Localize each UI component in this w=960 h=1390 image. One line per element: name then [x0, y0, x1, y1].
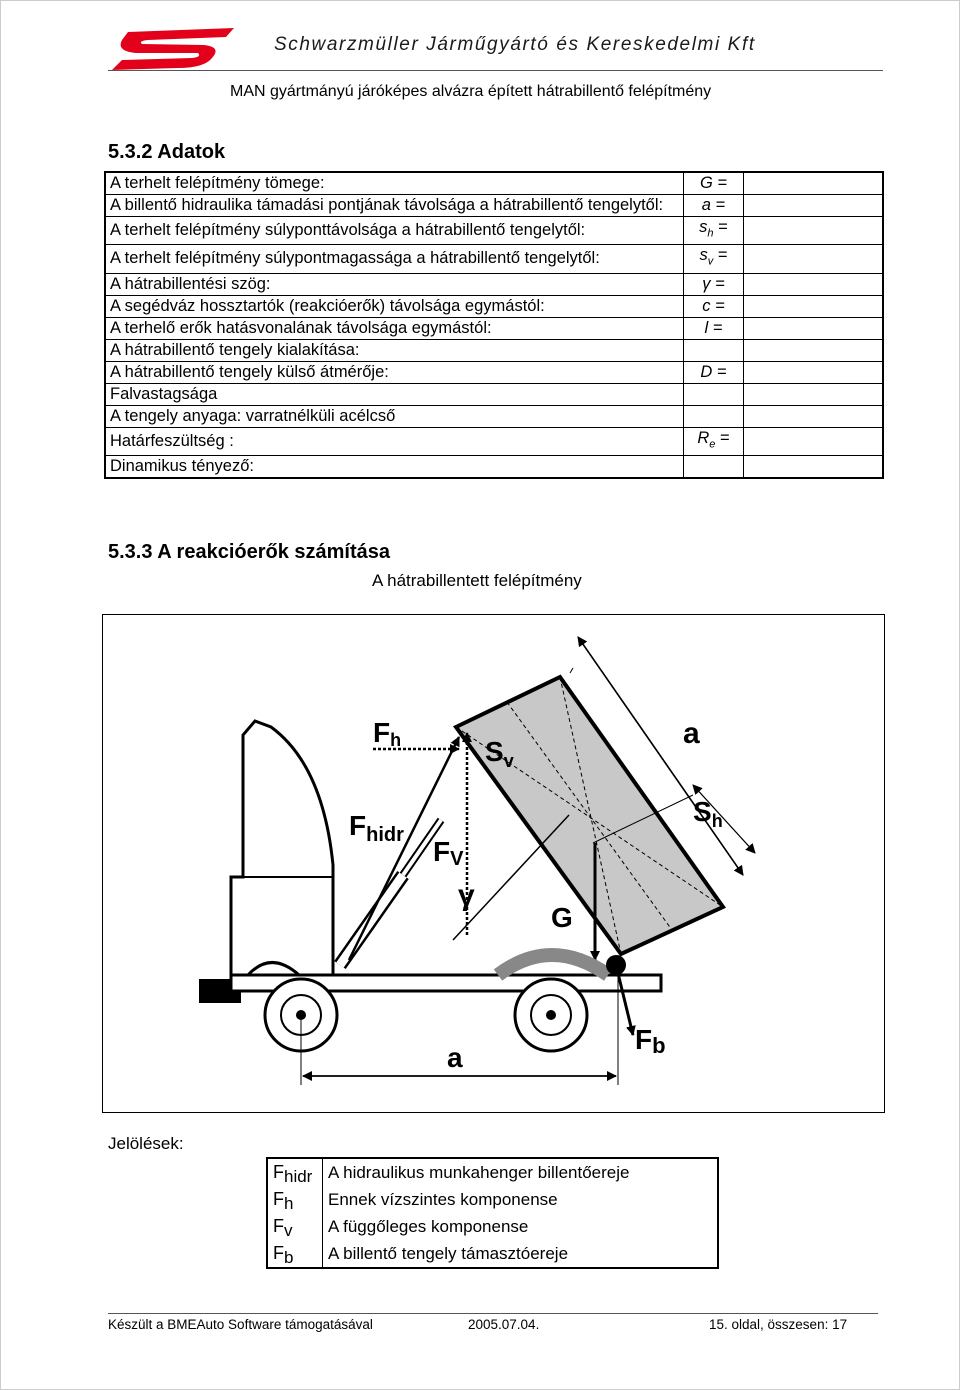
section-title-data: 5.3.2 Adatok — [108, 141, 226, 163]
data-row-label: A hátrabillentő tengely külső átmérője: — [104, 360, 684, 384]
data-row-label: A hátrabillentő tengely kialakítása: — [104, 338, 684, 362]
footer-rule — [108, 1313, 878, 1314]
data-row: A billentő hidraulika támadási pontjának… — [104, 194, 884, 217]
data-row-value — [743, 454, 884, 479]
data-row: A terhelt felépítmény súlypontmagassága … — [104, 244, 884, 274]
company-name: Schwarzmüller Járműgyártó és Kereskedelm… — [274, 34, 756, 55]
label-fh: Fh — [373, 717, 401, 750]
data-row-label: A terhelő erők hatásvonalának távolsága … — [104, 316, 684, 340]
legend-text: A függőleges komponense — [322, 1213, 718, 1240]
legend-symbol: Fh — [266, 1186, 323, 1213]
legend-symbol: Fv — [266, 1213, 323, 1240]
data-row: Falvastagsága — [104, 382, 884, 406]
figure-caption: A hátrabillentett felépítmény — [372, 571, 582, 590]
data-row-label: Falvastagsága — [104, 382, 684, 406]
label-sh: Sh — [693, 796, 723, 831]
data-row-symbol: l = — [682, 316, 745, 340]
data-row-symbol: Re = — [682, 426, 745, 456]
data-row: Dinamikus tényező: — [104, 454, 884, 479]
data-row-value — [743, 244, 884, 274]
legend-symbol: Fb — [266, 1240, 323, 1268]
data-row-value — [743, 171, 884, 195]
data-row-label: A hátrabillentési szög: — [104, 272, 684, 296]
data-row-value — [743, 404, 884, 428]
label-fv: FV — [433, 836, 464, 870]
data-row: A hátrabillentő tengely külső átmérője:D… — [104, 360, 884, 384]
data-row: A terhelt felépítmény súlyponttávolsága … — [104, 215, 884, 246]
footer-page: 15. oldal, összesen: 17 — [709, 1317, 848, 1332]
data-row-symbol: γ = — [682, 272, 745, 296]
data-row-value — [743, 338, 884, 362]
legend-title: Jelölések: — [108, 1134, 184, 1153]
legend-text: Ennek vízszintes komponense — [322, 1186, 718, 1213]
data-row-symbol: G = — [682, 171, 745, 195]
label-fhidr: Fhidr — [349, 810, 404, 846]
label-a-bottom: a — [447, 1042, 463, 1073]
data-row-symbol: sh = — [682, 215, 745, 246]
label-a-top: a — [683, 717, 700, 750]
document-subtitle: MAN gyártmányú járóképes alvázra épített… — [230, 83, 712, 100]
data-row-symbol — [682, 404, 745, 428]
data-row-label: A terhelt felépítmény súlypontmagassága … — [104, 244, 684, 274]
label-sv: Sv — [485, 736, 514, 771]
tipper-figure: Fh Sv a Sh Fhidr FV γ G Fb a — [102, 614, 885, 1113]
truck-cab — [229, 719, 335, 977]
data-row: A terhelő erők hatásvonalának távolsága … — [104, 316, 884, 340]
data-table: A terhelt felépítmény tömege:G =A billen… — [104, 171, 884, 479]
footer-software: Készült a BMEAuto Software támogatásával — [108, 1317, 373, 1332]
footer-date: 2005.07.04. — [468, 1317, 540, 1332]
data-row: A tengely anyaga: varratnélküli acélcső — [104, 404, 884, 428]
data-row-value — [743, 316, 884, 340]
data-row-symbol — [682, 338, 745, 362]
data-row-symbol: c = — [682, 294, 745, 318]
data-row-symbol: a = — [682, 194, 745, 217]
data-row-value — [743, 360, 884, 384]
data-row: A hátrabillentési szög:γ = — [104, 272, 884, 296]
data-row-label: Dinamikus tényező: — [104, 454, 684, 479]
data-row-label: A terhelt felépítmény tömege: — [104, 171, 684, 195]
data-row-label: Határfeszültség : — [104, 426, 684, 456]
legend-text: A billentő tengely támasztóereje — [322, 1240, 718, 1268]
data-row: A segédváz hossztartók (reakcióerők) táv… — [104, 294, 884, 318]
schwarzmuller-logo — [112, 28, 234, 70]
data-row-value — [743, 382, 884, 406]
legend-symbol: Fhidr — [266, 1158, 323, 1186]
data-row-value — [743, 194, 884, 217]
data-row-label: A segédváz hossztartók (reakcióerők) táv… — [104, 294, 684, 318]
data-row-symbol — [682, 382, 745, 406]
data-row-value — [743, 272, 884, 296]
label-g: G — [551, 902, 573, 933]
data-row-symbol: D = — [682, 360, 745, 384]
data-row-value — [743, 215, 884, 246]
data-row-label: A billentő hidraulika támadási pontjának… — [104, 194, 684, 217]
label-fb: Fb — [635, 1024, 666, 1058]
data-row-value — [743, 294, 884, 318]
data-row-value — [743, 426, 884, 456]
tipper-diagram: Fh Sv a Sh Fhidr FV γ G Fb a — [199, 636, 756, 1085]
section-title-calc: 5.3.3 A reakcióerők számítása — [108, 541, 391, 563]
data-row-label: A tengely anyaga: varratnélküli acélcső — [104, 404, 684, 428]
data-row-symbol: sv = — [682, 244, 745, 274]
label-gamma: γ — [458, 879, 475, 912]
data-row: Határfeszültség :Re = — [104, 426, 884, 456]
legend-text: A hidraulikus munkahenger billentőereje — [322, 1158, 718, 1186]
data-row-label: A terhelt felépítmény súlyponttávolsága … — [104, 215, 684, 246]
data-row: A hátrabillentő tengely kialakítása: — [104, 338, 884, 362]
data-row: A terhelt felépítmény tömege:G = — [104, 171, 884, 195]
data-row-symbol — [682, 454, 745, 479]
header-rule — [108, 70, 883, 71]
